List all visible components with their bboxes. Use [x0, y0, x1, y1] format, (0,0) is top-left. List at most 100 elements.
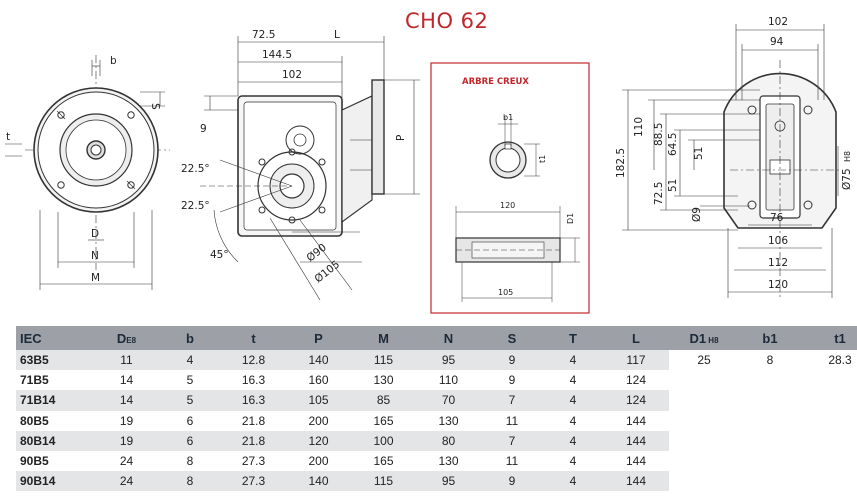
- table-cell: 6: [159, 430, 221, 451]
- dim-64-5: 64.5: [667, 133, 679, 156]
- column-header-label: L: [632, 330, 640, 346]
- table-cell: 5: [159, 390, 221, 411]
- table-cell: 140: [286, 471, 351, 492]
- dim-d75: Ø75: [841, 168, 853, 190]
- table-cell: 4: [543, 350, 603, 371]
- table-cell: 140: [286, 350, 351, 371]
- dim-51-lower: 51: [667, 179, 679, 192]
- table-cell: 165: [351, 410, 416, 431]
- table-cell: [669, 370, 739, 391]
- dim-m: M: [91, 272, 100, 284]
- table-cell: 11: [481, 410, 543, 431]
- dim-144-5: 144.5: [262, 49, 292, 61]
- column-header-label: D1: [689, 330, 707, 346]
- table-cell: 25: [669, 350, 739, 371]
- table-cell: 90B14: [16, 471, 94, 492]
- table-cell: 21.8: [221, 410, 286, 431]
- column-header-label: N: [443, 330, 454, 346]
- angle-22-5-upper: 22.5°: [181, 163, 210, 175]
- table-cell: 4: [543, 471, 603, 492]
- table-cell: 4: [543, 370, 603, 391]
- table-cell: 21.8: [221, 430, 286, 451]
- table-cell: 28.3: [801, 350, 857, 371]
- table-cell: 144: [603, 430, 669, 451]
- table-cell: [801, 450, 857, 472]
- table-cell: 27.3: [221, 450, 286, 472]
- inset-frame: [430, 62, 590, 314]
- table-cell: 24: [94, 450, 159, 472]
- table-cell: 115: [351, 350, 416, 371]
- table-cell: 95: [416, 350, 481, 371]
- dim-d1: D1: [566, 213, 575, 224]
- dim-h8: H8: [843, 151, 852, 162]
- table-cell: 12.8: [221, 350, 286, 371]
- column-header-label: b: [186, 330, 194, 346]
- table-cell: 4: [543, 410, 603, 431]
- table-cell: 24: [94, 471, 159, 492]
- column-header: DE8: [94, 326, 159, 350]
- dim-d105: Ø105: [312, 258, 342, 285]
- table-cell: 14: [94, 370, 159, 391]
- table-cell: 124: [603, 370, 669, 391]
- table-cell: 7: [481, 430, 543, 451]
- table-cell: 8: [159, 450, 221, 472]
- table-cell: 14: [94, 390, 159, 411]
- angle-22-5-lower: 22.5°: [181, 200, 210, 212]
- table-cell: [739, 410, 801, 431]
- table-cell: [801, 390, 857, 411]
- table-cell: 6: [159, 410, 221, 431]
- dim-102-end: 102: [768, 16, 788, 28]
- page-title: CHO 62: [405, 9, 489, 33]
- table-cell: 80: [416, 430, 481, 451]
- dim-72-5-end: 72.5: [653, 182, 665, 205]
- dim-d90: Ø90: [304, 242, 328, 265]
- column-header: b1: [739, 326, 801, 350]
- table-cell: 16.3: [221, 370, 286, 391]
- table-cell: [801, 410, 857, 431]
- dim-120: 120: [500, 201, 515, 210]
- table-cell: 11: [94, 350, 159, 371]
- column-header: t: [221, 326, 286, 350]
- table-cell: 100: [351, 430, 416, 451]
- table-cell: 124: [603, 390, 669, 411]
- column-header-label: M: [378, 330, 389, 346]
- hollow-shaft: [455, 116, 580, 302]
- table-cell: [739, 471, 801, 492]
- dim-51-upper: 51: [693, 147, 705, 160]
- column-header-label: t: [251, 330, 256, 346]
- table-cell: 85: [351, 390, 416, 411]
- column-header: L: [603, 326, 669, 350]
- inset-title: ARBRE CREUX: [462, 77, 529, 87]
- table-cell: 95: [416, 471, 481, 492]
- table-cell: [739, 430, 801, 451]
- dim-l: L: [334, 29, 340, 41]
- dim-72-5: 72.5: [252, 29, 275, 41]
- end-view: [622, 24, 840, 300]
- dim-106: 106: [768, 235, 788, 247]
- table-cell: 71B14: [16, 390, 94, 411]
- table-cell: 4: [543, 450, 603, 472]
- dim-182-5: 182.5: [615, 148, 627, 178]
- table-cell: 200: [286, 410, 351, 431]
- table-cell: [739, 390, 801, 411]
- column-header: M: [351, 326, 416, 350]
- table-cell: 105: [286, 390, 351, 411]
- table-cell: 80B14: [16, 430, 94, 451]
- column-header: D1 H8: [669, 326, 739, 350]
- column-header: S: [481, 326, 543, 350]
- table-cell: 63B5: [16, 350, 94, 371]
- column-header: T: [543, 326, 603, 350]
- table-cell: 70: [416, 390, 481, 411]
- dim-d9: Ø9: [691, 207, 703, 222]
- dim-n: N: [91, 250, 99, 262]
- table-cell: 130: [416, 410, 481, 431]
- technical-drawings: b S t D N M: [5, 16, 853, 314]
